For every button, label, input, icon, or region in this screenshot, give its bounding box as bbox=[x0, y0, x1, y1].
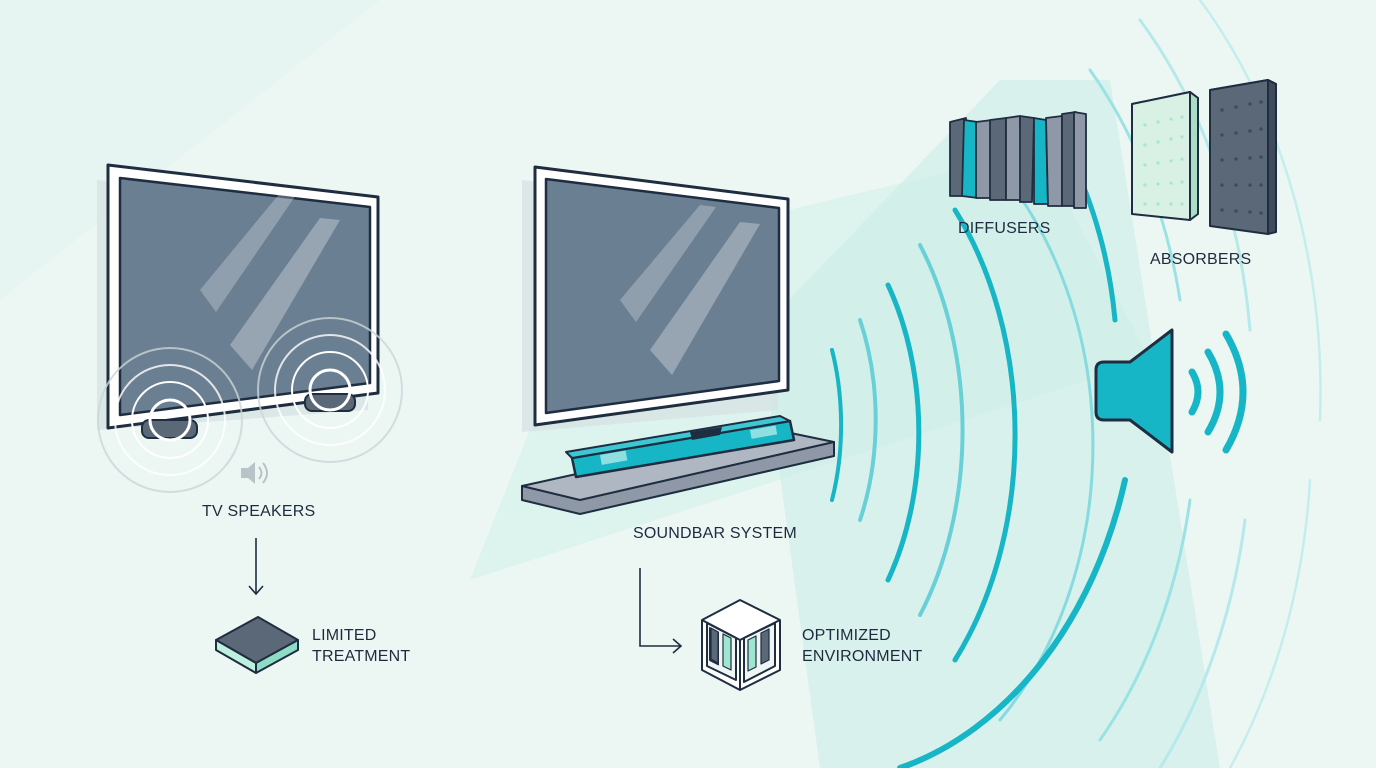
sound-wave-arcs bbox=[830, 0, 1322, 768]
soundbar-system-label: SOUNDBAR SYSTEM bbox=[633, 525, 797, 542]
diffusers-label: DIFFUSERS bbox=[958, 220, 1051, 237]
tv-speaker-ripples bbox=[97, 317, 403, 493]
absorber-dark-texture bbox=[1220, 100, 1263, 215]
absorbers-label: ABSORBERS bbox=[1150, 251, 1252, 268]
tv-with-built-in-speakers bbox=[97, 163, 380, 439]
speaker-icon bbox=[241, 462, 268, 484]
limited-treatment-label-line2: TREATMENT bbox=[312, 648, 411, 665]
limited-treatment-label-line1: LIMITED bbox=[312, 627, 377, 644]
tv-with-soundbar bbox=[522, 165, 790, 432]
speaker-volume-icon bbox=[1094, 328, 1247, 454]
down-arrow-icon bbox=[248, 538, 264, 596]
soundbar bbox=[565, 415, 796, 479]
treatment-pad-icon bbox=[215, 616, 299, 674]
optimized-environment-label-line2: ENVIRONMENT bbox=[802, 648, 923, 665]
diffuser-panels bbox=[949, 111, 1087, 209]
optimized-environment-label-line1: OPTIMIZED bbox=[802, 627, 891, 644]
elbow-arrow-icon bbox=[639, 568, 683, 654]
absorber-texture bbox=[1143, 115, 1184, 206]
tv-speakers-label: TV SPEAKERS bbox=[202, 503, 316, 520]
absorber-panels bbox=[1131, 79, 1277, 235]
room-box-icon bbox=[701, 599, 781, 691]
